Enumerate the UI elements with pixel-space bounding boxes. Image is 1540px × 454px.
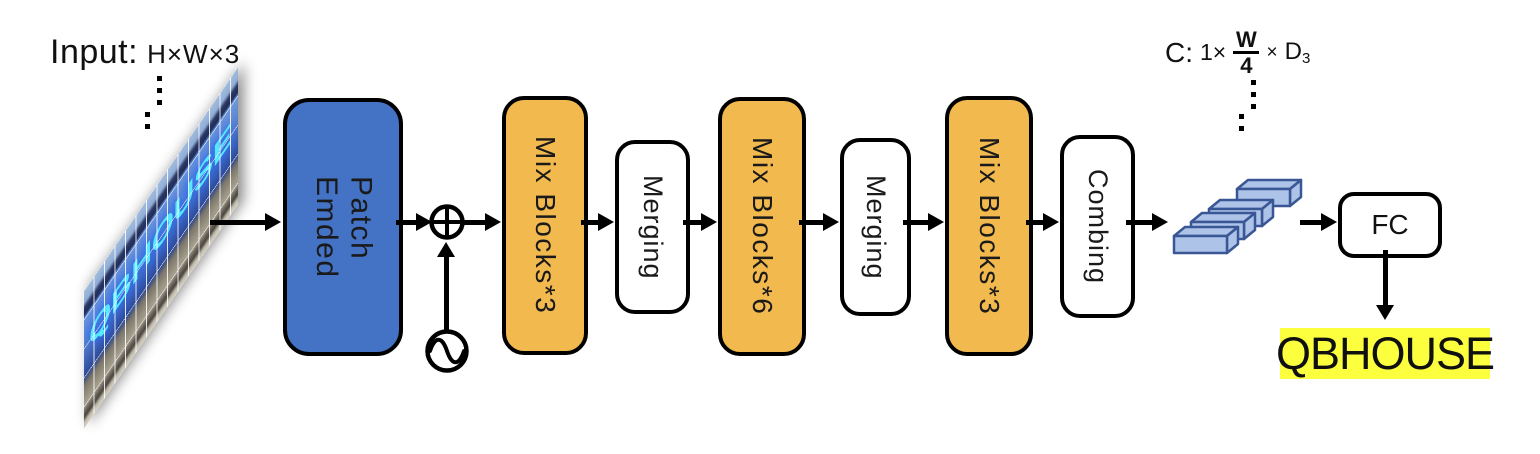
input-label: Input: H×W×3 bbox=[50, 33, 240, 72]
dot bbox=[145, 112, 150, 117]
merging-2-label: Merging bbox=[861, 174, 892, 280]
feature-size-fraction: W 4 bbox=[1233, 27, 1260, 77]
fc-block: FC bbox=[1338, 192, 1442, 258]
mix-blocks-2-label: Mix Blocks*6 bbox=[747, 137, 779, 316]
feature-size-prefix: C: bbox=[1165, 36, 1193, 68]
arrow-posenc-to-add bbox=[437, 242, 455, 330]
patch-grid-overlay bbox=[83, 66, 238, 430]
arrow-combing-to-features bbox=[1126, 213, 1168, 231]
input-image: QBHOUSE bbox=[83, 66, 238, 430]
dot bbox=[157, 76, 162, 81]
mix-blocks-3-label: Mix Blocks*3 bbox=[974, 136, 1006, 316]
input-dimensions: H×W×3 bbox=[147, 39, 241, 69]
fraction-denominator: 4 bbox=[1233, 51, 1260, 77]
arrow-features-to-fc bbox=[1300, 213, 1337, 231]
fraction-numerator: W bbox=[1235, 27, 1257, 52]
combing-block: Combing bbox=[1060, 135, 1135, 318]
merging-block-2: Merging bbox=[840, 138, 911, 316]
fc-label: FC bbox=[1371, 209, 1409, 240]
add-icon bbox=[429, 204, 465, 240]
patch-embed-block: Patch Emded bbox=[283, 98, 403, 356]
dot bbox=[157, 88, 162, 93]
combing-label: Combing bbox=[1083, 168, 1114, 285]
arrow-mix3-to-combing bbox=[1026, 213, 1059, 231]
mix-blocks-3: Mix Blocks*3 bbox=[945, 96, 1033, 356]
mix-blocks-1: Mix Blocks*3 bbox=[502, 96, 588, 355]
output-highlight: QBHOUSE bbox=[1276, 328, 1495, 379]
dot bbox=[1239, 114, 1244, 119]
arrow-patch-embed-to-add bbox=[396, 213, 432, 231]
merging-1-label: Merging bbox=[638, 174, 669, 280]
dot bbox=[157, 100, 162, 105]
dot bbox=[1239, 126, 1244, 131]
positional-encoding-icon bbox=[425, 329, 469, 373]
mix-blocks-2: Mix Blocks*6 bbox=[718, 97, 806, 356]
arrow-add-to-mix1 bbox=[464, 213, 501, 231]
merging-block-1: Merging bbox=[615, 140, 690, 314]
feature-size-dim-subscript: 3 bbox=[1301, 50, 1311, 68]
feature-size-label: C: 1× W 4 × D3 bbox=[1165, 28, 1310, 77]
arrow-fc-to-output bbox=[1376, 250, 1394, 320]
dot bbox=[1251, 104, 1256, 109]
patch-embed-label: Patch Emded bbox=[310, 175, 378, 279]
input-label-word: Input: bbox=[50, 33, 139, 71]
arrow-merging1-to-mix2 bbox=[683, 213, 717, 231]
dot bbox=[1251, 92, 1256, 97]
feature-size-dim: D3 bbox=[1284, 38, 1311, 68]
dot bbox=[1251, 80, 1256, 85]
feature-size-times: × bbox=[1266, 41, 1278, 63]
output-text: QBHOUSE bbox=[1275, 327, 1495, 379]
arrow-mix2-to-merging2 bbox=[799, 213, 839, 231]
mix-blocks-1-label: Mix Blocks*3 bbox=[530, 136, 562, 315]
feature-cubes bbox=[1172, 178, 1303, 255]
dot bbox=[145, 124, 150, 129]
arrow-merging2-to-mix3 bbox=[903, 213, 944, 231]
arrow-image-to-patch-embed bbox=[210, 213, 281, 231]
feature-size-factor: 1× bbox=[1200, 39, 1227, 66]
arrow-mix1-to-merging1 bbox=[581, 213, 614, 231]
